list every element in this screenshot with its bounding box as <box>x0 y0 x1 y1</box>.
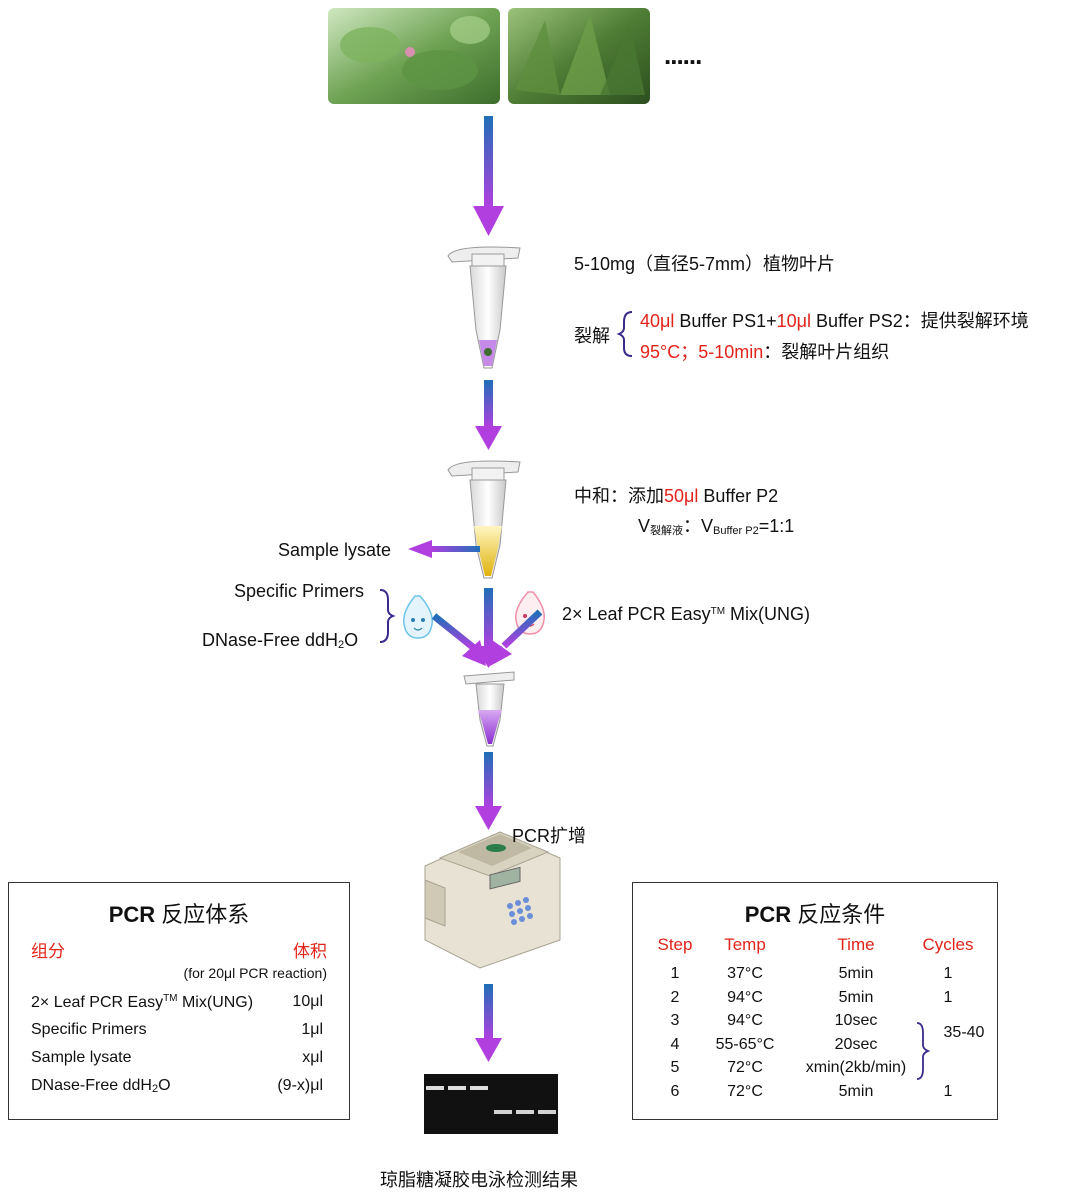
sample-lysate-label: Sample lysate <box>278 540 392 560</box>
ddh2o-label: DNase-Free ddH2O <box>202 630 359 651</box>
condition-row-2-time: 5min <box>838 988 874 1006</box>
neutralize-line: 中和：添加50μl Buffer P2 <box>574 486 779 506</box>
reaction-conditions-title: PCR 反应条件 <box>744 902 886 927</box>
system-row-primers: Specific Primers <box>31 1021 147 1038</box>
ratio-line: V裂解液：VBuffer P2=1:1 <box>638 516 795 537</box>
lysis-label: 裂解 <box>574 326 610 346</box>
lysis-brace <box>616 311 633 357</box>
header-time: Time <box>837 935 875 954</box>
header-step: Step <box>657 935 693 954</box>
leaf-photo-2 <box>508 8 650 104</box>
system-row-water-volume: (9-x)μl <box>277 1077 323 1094</box>
condition-row-6-temp: 72°C <box>727 1082 763 1100</box>
condition-row-5-time: xmin(2kb/min) <box>805 1059 907 1076</box>
condition-row-6-step: 6 <box>670 1082 680 1100</box>
header-cycles: Cycles <box>922 935 974 954</box>
condition-row-1-temp: 37°C <box>727 965 763 982</box>
arrow-to-thermocycler <box>475 752 502 830</box>
arrow-photos-to-tube <box>473 116 504 236</box>
reaction-system-box: PCR 反应体系 组分 体积 (for 20μl PCR reaction) 2… <box>8 882 350 1120</box>
system-row-lysate: Sample lysate <box>31 1049 132 1066</box>
condition-row-2-step: 2 <box>670 988 680 1006</box>
pcr-amplification-label: PCR扩增 <box>512 826 587 846</box>
reaction-conditions-box: PCR 反应条件 Step Temp Time Cycles 1 37°C 5min… <box>632 882 998 1120</box>
arrow-to-sample-lysate <box>408 540 480 558</box>
gel-image <box>424 1074 558 1134</box>
lysis-line-2: 95°C；5-10min：裂解叶片组织 <box>640 342 890 362</box>
sample-amount-text: 5-10mg（直径5-7mm）植物叶片 <box>574 254 836 274</box>
gel-result-caption: 琼脂糖凝胶电泳检测结果 <box>380 1170 578 1190</box>
system-row-water: DNase-Free ddH2O <box>31 1077 171 1095</box>
cycles-brace <box>916 1022 931 1080</box>
condition-row-3-step: 3 <box>670 1012 680 1029</box>
reaction-system-title: PCR 反应体系 <box>108 902 250 927</box>
condition-row-1-time: 5min <box>838 965 874 982</box>
arrows-to-pcr-tube <box>431 588 543 668</box>
lysis-tube <box>447 246 521 369</box>
condition-row-1-cycles: 1 <box>943 965 953 982</box>
reagents-brace <box>379 589 396 643</box>
condition-row-2-cycles: 1 <box>943 988 953 1006</box>
system-row-primers-volume: 1μl <box>301 1021 323 1038</box>
leaf-photo-1 <box>328 8 500 104</box>
system-row-mix: 2× Leaf PCR EasyTM Mix(UNG) <box>31 993 254 1011</box>
arrow-to-gel <box>475 984 502 1062</box>
mix-label: 2× Leaf PCR EasyTM Mix(UNG) <box>562 604 811 624</box>
system-row-mix-volume: 10μl <box>292 993 323 1010</box>
condition-row-3-time: 10sec <box>834 1012 878 1029</box>
condition-row-4-step: 4 <box>670 1035 680 1053</box>
pcr-tube <box>463 671 515 747</box>
condition-row-2-temp: 94°C <box>727 988 763 1006</box>
system-row-lysate-volume: xμl <box>302 1049 323 1066</box>
condition-row-3-temp: 94°C <box>727 1012 763 1029</box>
condition-row-5-step: 5 <box>670 1059 680 1076</box>
condition-row-4-temp: 55-65°C <box>715 1035 775 1053</box>
condition-row-6-time: 5min <box>838 1082 874 1100</box>
condition-row-4-cycles: 35-40 <box>943 1023 985 1041</box>
thermocycler-image <box>424 831 561 969</box>
specific-primers-label: Specific Primers <box>234 581 365 601</box>
volume-header: 体积 <box>293 942 327 961</box>
more-ellipsis: ...... <box>664 40 702 70</box>
condition-row-4-time: 20sec <box>834 1035 878 1053</box>
condition-row-5-temp: 72°C <box>727 1059 763 1076</box>
lysis-line-1: 40μl Buffer PS1+10μl Buffer PS2：提供裂解环境 <box>640 311 1029 331</box>
neutral-tube <box>447 460 521 579</box>
arrow-lysis-to-neutral <box>475 380 502 450</box>
condition-row-1-step: 1 <box>670 965 680 982</box>
component-header: 组分 <box>31 942 65 961</box>
blue-droplet-icon <box>402 595 433 639</box>
header-temp: Temp <box>724 935 766 954</box>
reaction-note: (for 20μl PCR reaction) <box>183 965 327 981</box>
condition-row-6-cycles: 1 <box>943 1082 953 1100</box>
